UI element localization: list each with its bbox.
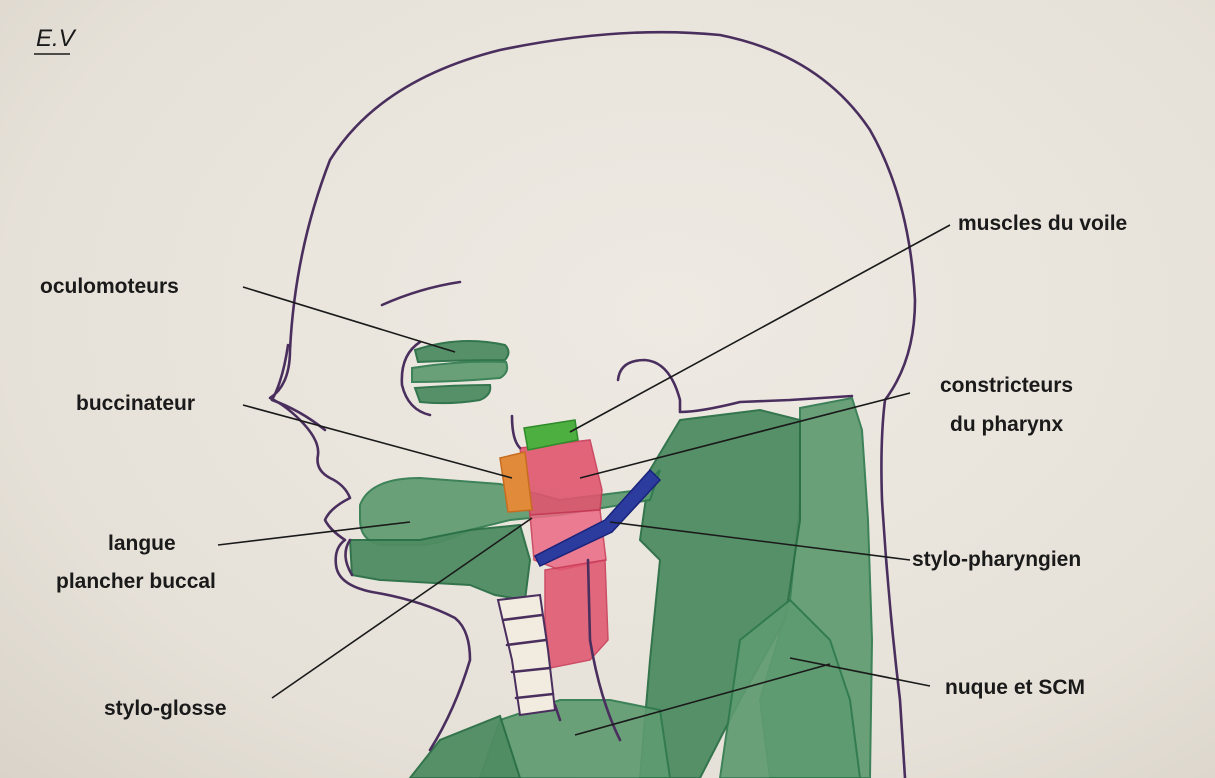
- label-oculomoteurs: oculomoteurs: [40, 275, 179, 298]
- label-stylo-pharyngien: stylo-pharyngien: [912, 548, 1081, 571]
- label-plancher-buccal: plancher buccal: [56, 570, 216, 593]
- constrictor-upper: [520, 440, 602, 515]
- neck-lower-left: [410, 716, 520, 778]
- eyebrow: [382, 282, 460, 305]
- label-nuque-scm: nuque et SCM: [945, 676, 1085, 699]
- label-constricteurs: constricteurs: [940, 374, 1073, 397]
- label-buccinateur: buccinateur: [76, 392, 195, 415]
- constrictor-lower: [545, 560, 608, 668]
- back-of-neck: [881, 400, 905, 778]
- leader-buccinateur: [243, 405, 512, 478]
- leader-oculomoteurs: [243, 287, 455, 352]
- oculomotor-muscle-3: [415, 385, 490, 403]
- label-langue: langue: [108, 532, 176, 555]
- signature: E.V: [36, 25, 77, 52]
- jaw-line: [512, 416, 520, 448]
- label-muscles-voile: muscles du voile: [958, 212, 1127, 235]
- label-stylo-glosse: stylo-glosse: [104, 697, 227, 720]
- oculomotor-muscle-2: [412, 362, 507, 382]
- label-du-pharynx: du pharynx: [950, 413, 1064, 436]
- tongue-floor: [345, 470, 660, 600]
